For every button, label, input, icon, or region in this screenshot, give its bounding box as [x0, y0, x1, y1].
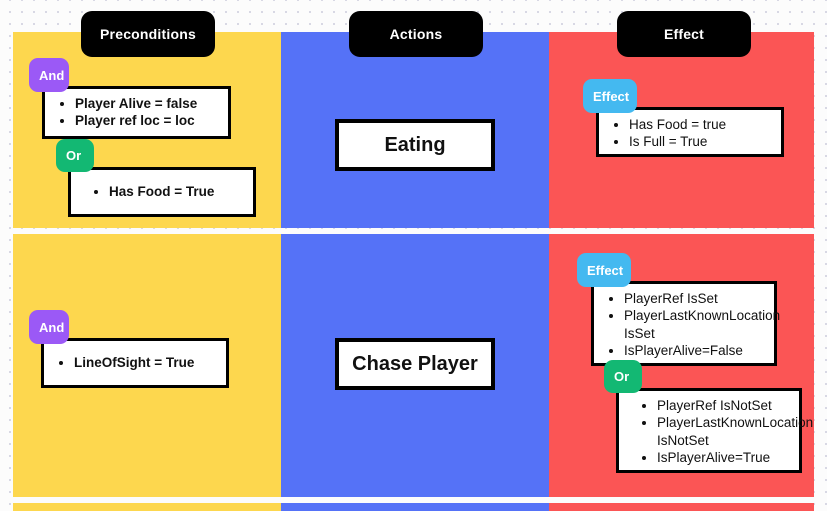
and-tag-label: And [39, 319, 65, 335]
list-item: IsPlayerAlive=True [657, 449, 791, 466]
or-tag-label: Or [614, 369, 630, 384]
list-item: Player Alive = false [75, 95, 220, 112]
and-tag-row1[interactable]: And [29, 58, 69, 92]
effect-box-row2-or[interactable]: PlayerRef IsNotSet PlayerLastKnownLocati… [616, 388, 813, 473]
list-item: PlayerLastKnownLocation IsNotSet [657, 414, 813, 449]
action-box-eating-label: Eating [384, 133, 446, 156]
effect-tag-label: Effect [593, 88, 630, 104]
list-item: PlayerLastKnownLocation IsSet [624, 307, 780, 342]
list-item: LineOfSight = True [74, 354, 218, 371]
column-header-actions-label: Actions [389, 26, 443, 42]
precondition-box-row1-and[interactable]: Player Alive = false Player ref loc = lo… [42, 86, 231, 139]
column-header-preconditions-label: Preconditions [100, 26, 196, 42]
effect-tag-row2[interactable]: Effect [577, 253, 631, 287]
list-item: Is Full = True [629, 133, 773, 150]
precondition-box-row2-and[interactable]: LineOfSight = True [41, 338, 229, 388]
column-header-effect-label: Effect [663, 26, 705, 42]
column-header-effect[interactable]: Effect [617, 11, 751, 57]
effect-band-row3 [549, 503, 814, 511]
and-tag-label: And [39, 67, 65, 83]
precondition-list-row2-and: LineOfSight = True [44, 341, 226, 377]
list-item: IsPlayerAlive=False [624, 342, 766, 359]
list-item: Has Food = True [109, 183, 245, 200]
effect-list-row2-main: PlayerRef IsSet PlayerLastKnownLocation … [594, 284, 780, 365]
list-item: Player ref loc = loc [75, 112, 220, 129]
column-header-actions[interactable]: Actions [349, 11, 483, 57]
precondition-list-row1-and: Player Alive = false Player ref loc = lo… [45, 89, 228, 136]
list-item: PlayerRef IsNotSet [657, 397, 791, 414]
action-box-eating[interactable]: Eating [335, 119, 495, 171]
and-tag-row2[interactable]: And [29, 310, 69, 344]
precondition-list-row1-or: Has Food = True [71, 170, 253, 206]
precondition-box-row1-or[interactable]: Has Food = True [68, 167, 256, 217]
actions-band-row3 [281, 503, 549, 511]
effect-tag-row1[interactable]: Effect [583, 79, 637, 113]
list-item: PlayerRef IsSet [624, 290, 766, 307]
preconditions-band-row3 [13, 503, 281, 511]
list-item: Has Food = true [629, 116, 773, 133]
effect-list-row2-or: PlayerRef IsNotSet PlayerLastKnownLocati… [619, 391, 813, 472]
column-header-preconditions[interactable]: Preconditions [81, 11, 215, 57]
effect-list-row1: Has Food = true Is Full = True [599, 110, 781, 157]
effect-box-row1[interactable]: Has Food = true Is Full = True [596, 107, 784, 157]
or-tag-row1[interactable]: Or [56, 139, 94, 172]
action-box-chase-player[interactable]: Chase Player [335, 338, 495, 390]
or-tag-label: Or [66, 148, 82, 163]
effect-box-row2-main[interactable]: PlayerRef IsSet PlayerLastKnownLocation … [591, 281, 780, 366]
or-tag-row2[interactable]: Or [604, 360, 642, 393]
action-box-chase-player-label: Chase Player [352, 352, 478, 375]
effect-tag-label: Effect [587, 262, 624, 278]
